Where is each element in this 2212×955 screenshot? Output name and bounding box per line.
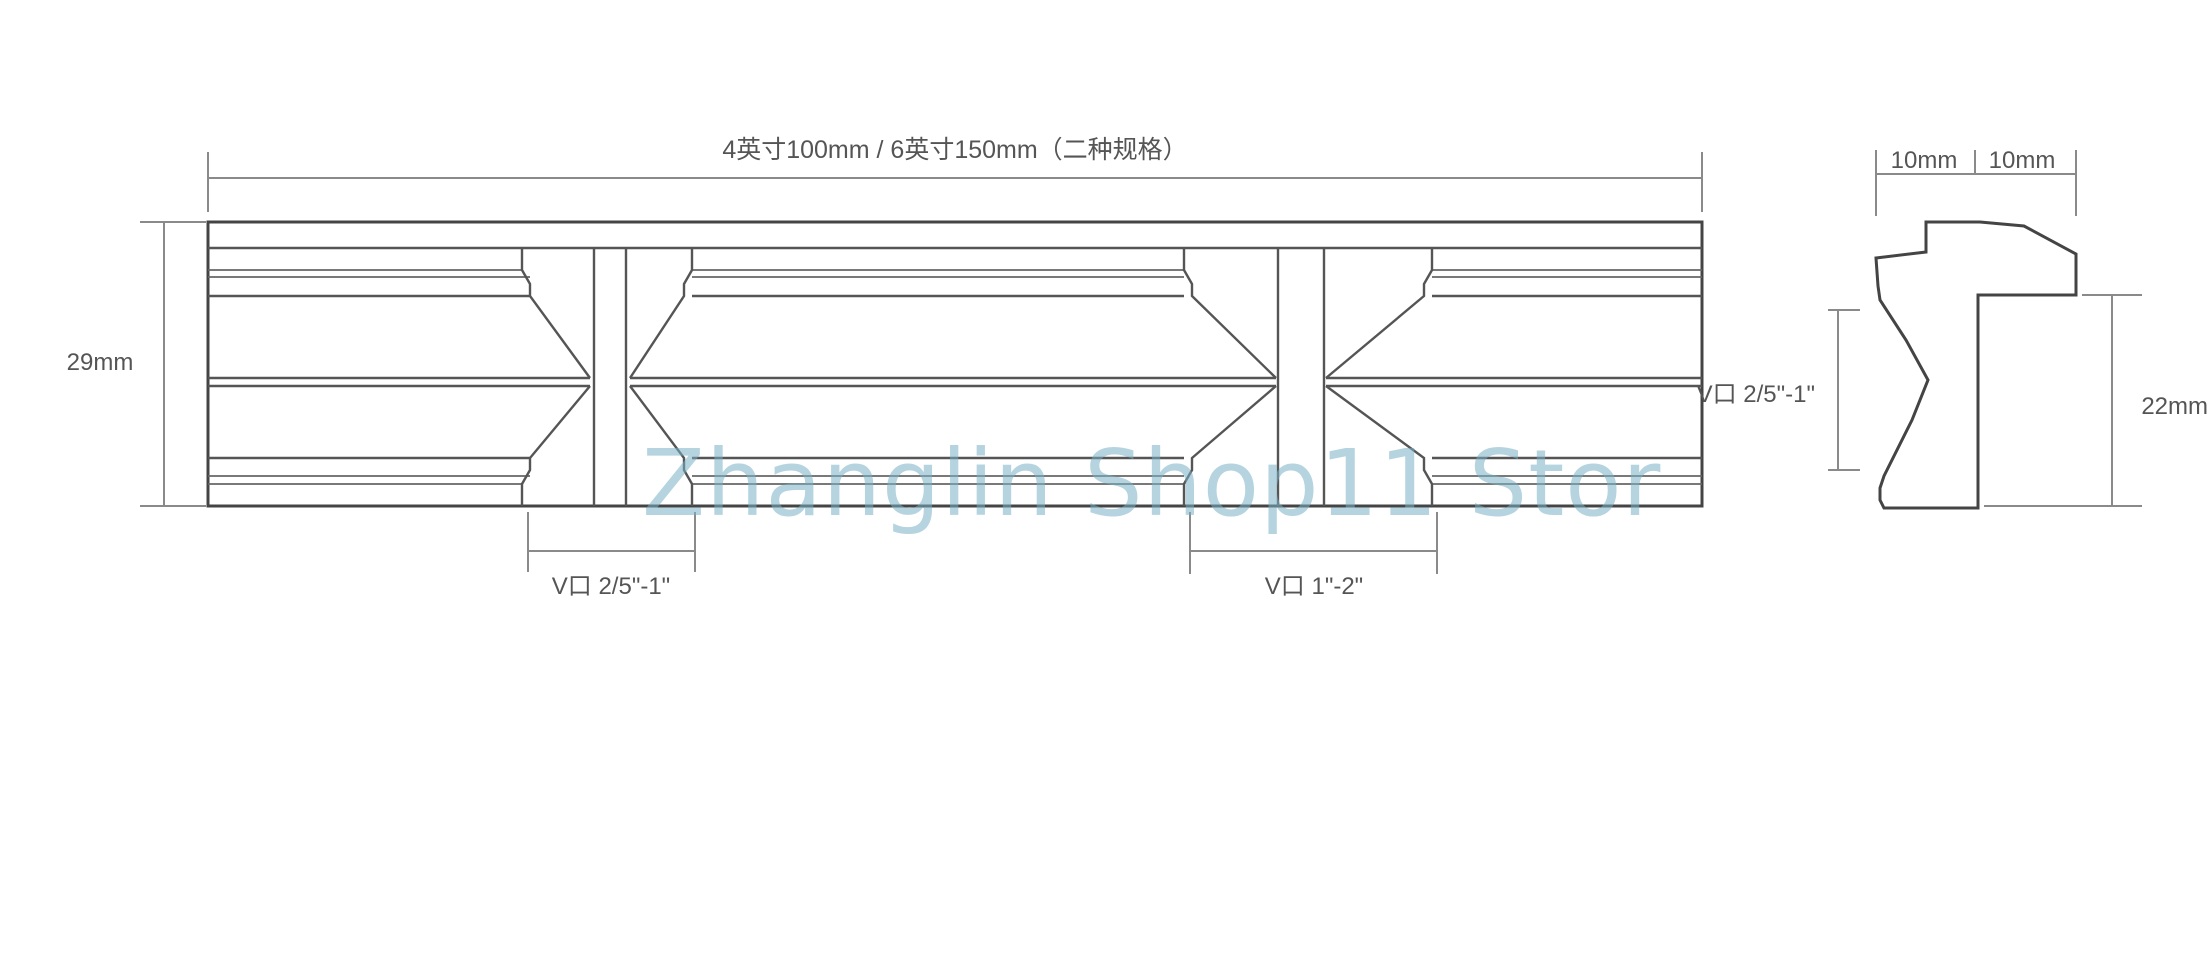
left-height-label: 29mm — [67, 349, 134, 376]
left-height-dimension: 29mm — [67, 221, 206, 507]
top-width-label: 4英寸100mm / 6英寸150mm（二种规格） — [722, 136, 1187, 164]
profile-top-right-label: 10mm — [1989, 147, 2056, 174]
right-v-label: V口 1"-2" — [1265, 573, 1363, 600]
right-v-dimension: V口 1"-2" — [1189, 512, 1438, 600]
left-v-dimension: V口 2/5"-1" — [527, 512, 696, 600]
profile-top-left-label: 10mm — [1891, 147, 1958, 174]
profile-section-view: 10mm 10mm V口 2/5"-1" 22mm — [1697, 147, 2208, 510]
right-v-notch — [1182, 248, 1434, 506]
left-v-notch — [520, 248, 694, 506]
left-v-label: V口 2/5"-1" — [552, 573, 670, 600]
profile-shape — [1874, 220, 2078, 510]
profile-v-label: V口 2/5"-1" — [1697, 381, 1815, 408]
top-width-dimension: 4英寸100mm / 6英寸150mm（二种规格） — [207, 136, 1703, 212]
profile-height-label: 22mm — [2141, 393, 2208, 420]
bar-front-view — [206, 220, 1704, 508]
